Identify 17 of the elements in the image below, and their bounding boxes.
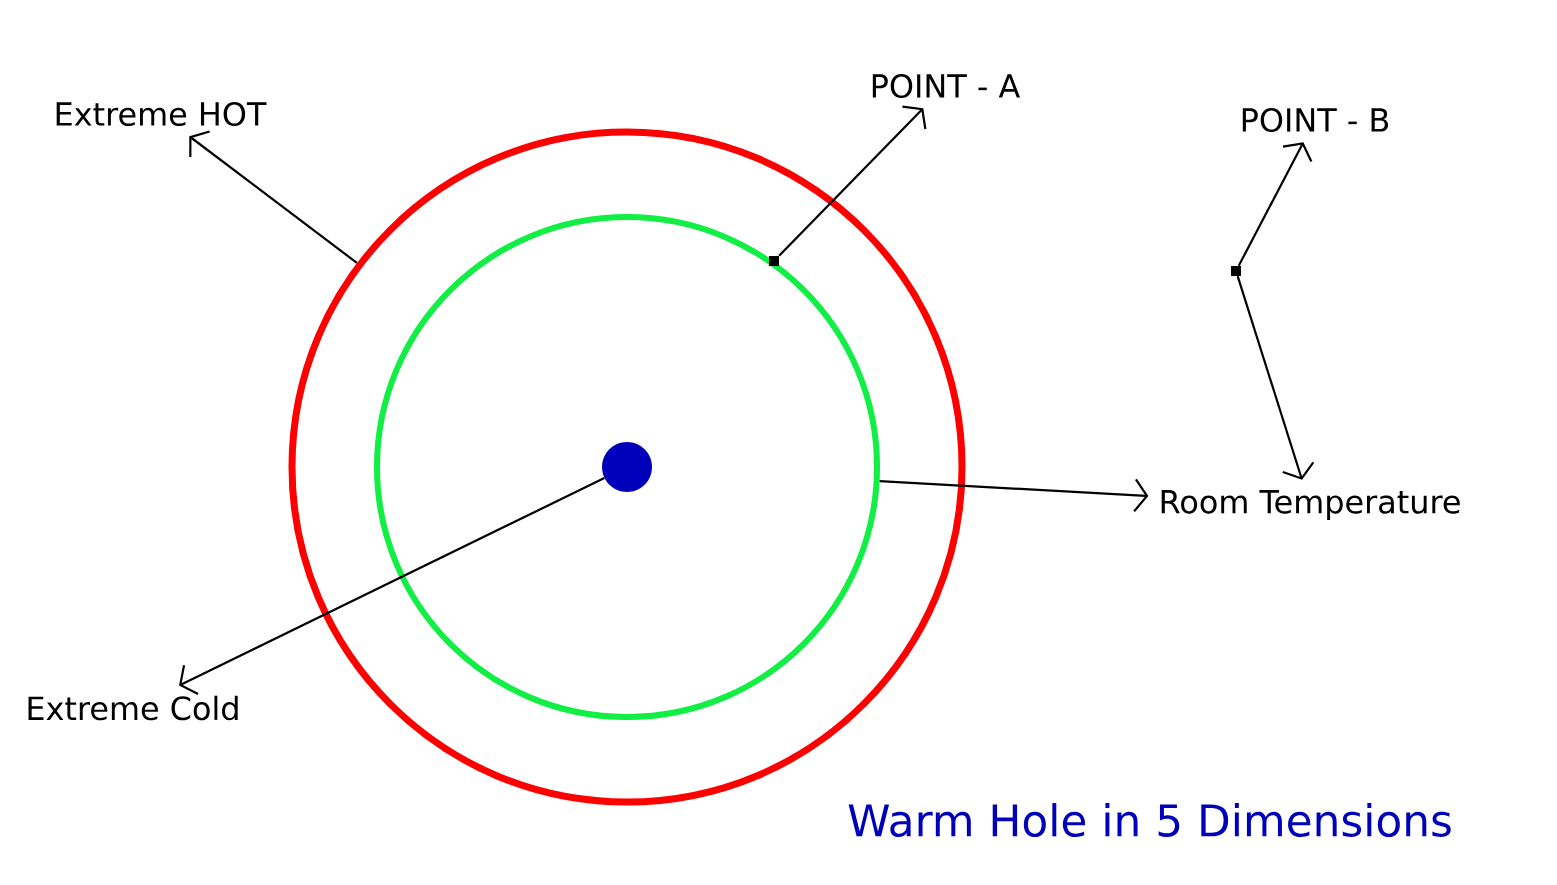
label-text: POINT - B xyxy=(1242,107,1389,133)
point-marker xyxy=(769,256,779,266)
label-text: POINT - A xyxy=(872,73,1021,99)
outer-ring xyxy=(288,128,966,806)
arrow xyxy=(1236,275,1315,480)
center-dot xyxy=(602,442,652,492)
arrow xyxy=(778,105,927,257)
inner-ring xyxy=(374,214,880,720)
label-text: Room Temperature xyxy=(1161,490,1460,520)
arrow xyxy=(879,478,1149,512)
label-text: Extreme HOT xyxy=(56,101,267,127)
arrow xyxy=(179,477,605,695)
label-text: Extreme Cold xyxy=(28,695,238,721)
arrow xyxy=(189,130,358,264)
arrow xyxy=(1237,142,1313,267)
title: Warm Hole in 5 Dimensions xyxy=(848,803,1451,837)
point-marker xyxy=(1231,266,1241,276)
